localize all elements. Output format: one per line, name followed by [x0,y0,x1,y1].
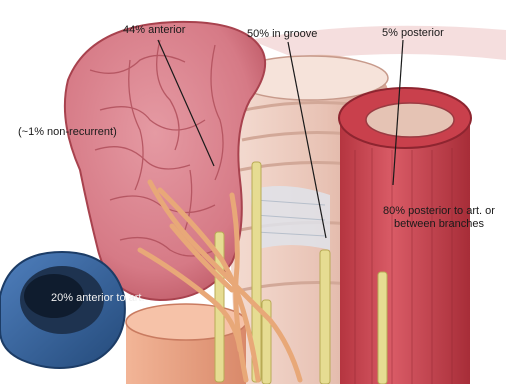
carotid-artery-icon [339,88,471,384]
label-posterior-branches: 80% posterior to art. or between branche… [383,205,495,231]
jugular-vein-icon [0,252,125,368]
label-anterior-artery: 20% anterior to art. [51,292,145,305]
label-anterior: 44% anterior [123,24,185,37]
label-non-recurrent: (~1% non-recurrent) [18,126,117,139]
label-in-groove: 50% in groove [247,28,317,41]
label-posterior: 5% posterior [382,27,444,40]
